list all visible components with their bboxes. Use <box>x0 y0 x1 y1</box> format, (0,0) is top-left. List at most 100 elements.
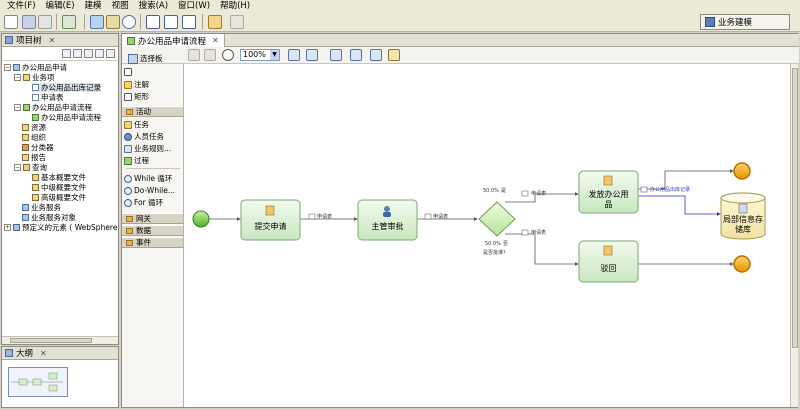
folder-icon <box>126 108 133 115</box>
end-event-rejected[interactable] <box>733 255 751 273</box>
link-editor-icon[interactable] <box>95 49 104 58</box>
undo-icon[interactable] <box>188 49 200 61</box>
project-tree-tab[interactable]: 项目树 ✕ <box>2 34 118 47</box>
main-toolbar: 业务建模 <box>0 12 800 32</box>
outline-thumbnail[interactable] <box>8 367 68 397</box>
tree-item[interactable]: 业务服务 <box>22 203 61 212</box>
tree-item[interactable]: −办公用品申请 <box>4 63 67 72</box>
forward-arrow-icon[interactable] <box>230 15 244 29</box>
tree-item[interactable]: 中级概要文件 <box>32 183 86 192</box>
selection-tool[interactable] <box>124 66 132 77</box>
svg-text:申请表: 申请表 <box>433 213 448 220</box>
menu-help[interactable]: 帮助(H) <box>220 1 251 11</box>
drawer-events[interactable]: 事件 <box>122 237 183 248</box>
process-icon <box>124 156 132 165</box>
svg-text:办公用品出库记录: 办公用品出库记录 <box>650 186 690 193</box>
perspective-switcher[interactable]: 业务建模 <box>700 14 790 30</box>
tree-item[interactable]: 资源 <box>22 123 46 132</box>
palette-rectangle[interactable]: 矩形 <box>124 91 149 102</box>
monitor-icon[interactable] <box>90 15 104 29</box>
task-issue-supplies[interactable]: 发放办公用 品 <box>578 170 639 214</box>
save-icon[interactable] <box>22 15 36 29</box>
zoom-icon[interactable] <box>222 49 234 61</box>
menu-file[interactable]: 文件(F) <box>7 1 36 11</box>
close-icon[interactable]: ✕ <box>40 348 47 358</box>
tree-item[interactable]: −办公用品申请流程 <box>14 103 92 112</box>
palette-task[interactable]: 任务 <box>124 119 149 130</box>
palette-header[interactable]: 选择板 <box>128 53 163 64</box>
tree-item[interactable]: 申请表 <box>32 93 64 102</box>
local-repository[interactable]: 局部信息存 储库 <box>720 192 766 240</box>
zoom-select[interactable]: 100% ▼ <box>240 49 280 61</box>
editor-tab[interactable]: 办公用品申请流程 ✕ <box>122 34 225 47</box>
layout-split-icon[interactable] <box>164 15 178 29</box>
import-icon[interactable] <box>62 15 76 29</box>
diagram-canvas[interactable]: 申请表 申请表 申请表 申请表 办公用品出库记录 50.0% 是 50.0% <box>185 64 790 407</box>
filter-icon[interactable] <box>84 49 93 58</box>
align-icon[interactable] <box>330 49 342 61</box>
menu-view[interactable]: 视图 <box>111 1 129 11</box>
view-menu-icon[interactable] <box>106 49 115 58</box>
tree-item[interactable]: 基本概要文件 <box>32 173 86 182</box>
menu-model[interactable]: 建模 <box>84 1 102 11</box>
horizontal-scrollbar[interactable] <box>2 336 118 344</box>
task-approve[interactable]: 主管审批 <box>357 199 418 241</box>
back-arrow-icon[interactable] <box>208 15 222 29</box>
collapse-all-icon[interactable] <box>73 49 82 58</box>
tree-item[interactable]: 办公用品出库记录 <box>32 83 101 92</box>
tree-item[interactable]: 高级概要文件 <box>32 193 86 202</box>
palette-process[interactable]: 过程 <box>124 155 149 166</box>
svg-text:申请表: 申请表 <box>531 229 546 236</box>
task-reject[interactable]: 驳回 <box>578 240 639 283</box>
help-icon[interactable] <box>122 15 136 29</box>
menu-window[interactable]: 窗口(W) <box>178 1 211 11</box>
fit-icon[interactable] <box>288 49 300 61</box>
redo-icon[interactable] <box>204 49 216 61</box>
drawer-gateways[interactable]: 网关 <box>122 213 183 224</box>
tree-item[interactable]: −业务项 <box>14 73 55 82</box>
svg-text:申请表: 申请表 <box>531 190 546 197</box>
vertical-scrollbar[interactable] <box>790 64 798 407</box>
palette-business-rule[interactable]: 业务规则... <box>124 143 171 154</box>
flow-issue-end <box>638 169 734 190</box>
palette-do-while-loop[interactable]: Do-While... <box>124 185 175 196</box>
color-icon[interactable] <box>388 49 400 61</box>
tree-item[interactable]: −查询 <box>14 163 47 172</box>
menu-search[interactable]: 搜索(A) <box>138 1 169 11</box>
sort-icon[interactable] <box>62 49 71 58</box>
tree-item[interactable]: +预定义的元素 ( WebSphere <box>4 223 118 232</box>
scrollbar-thumb[interactable] <box>792 68 798 348</box>
outline-tab[interactable]: 大纲 ✕ <box>2 347 118 360</box>
document-icon <box>308 213 316 220</box>
drawer-data[interactable]: 数据 <box>122 225 183 236</box>
save-all-icon[interactable] <box>38 15 52 29</box>
palette-while-loop[interactable]: While 循环 <box>124 173 172 184</box>
project-tree-view: 项目树 ✕ −办公用品申请 −业务项 办公用品出库记录 申请表 −办公用品申请流… <box>1 33 119 345</box>
layout-grid-icon[interactable] <box>182 15 196 29</box>
edge-label-no: 申请表 <box>521 229 546 236</box>
close-icon[interactable]: ✕ <box>212 36 219 45</box>
drawer-activities[interactable]: 活动 <box>122 106 183 117</box>
tree-item[interactable]: 分类器 <box>22 143 54 152</box>
tree-toolbar <box>2 47 118 61</box>
palette-annotation[interactable]: 注解 <box>124 79 149 90</box>
tree-item[interactable]: 业务服务对象 <box>22 213 76 222</box>
end-event-approved[interactable] <box>733 162 751 180</box>
scrollbar-thumb[interactable] <box>10 338 92 343</box>
tree-item[interactable]: 办公用品申请流程 <box>32 113 101 122</box>
network-icon[interactable] <box>106 15 120 29</box>
perspective-icon <box>705 17 715 27</box>
tree-item[interactable]: 报告 <box>22 153 46 162</box>
distribute-icon[interactable] <box>370 49 382 61</box>
close-icon[interactable]: ✕ <box>48 35 56 45</box>
palette-for-loop[interactable]: For 循环 <box>124 197 163 208</box>
select-all-icon[interactable] <box>306 49 318 61</box>
arrange-icon[interactable] <box>350 49 362 61</box>
palette-human-task[interactable]: 人员任务 <box>124 131 164 142</box>
decision-gateway[interactable] <box>478 201 516 237</box>
layout-single-icon[interactable] <box>146 15 160 29</box>
menu-edit[interactable]: 编辑(E) <box>45 1 75 11</box>
new-icon[interactable] <box>4 15 18 29</box>
task-submit[interactable]: 提交申请 <box>240 199 301 241</box>
tree-item[interactable]: 组织 <box>22 133 46 142</box>
